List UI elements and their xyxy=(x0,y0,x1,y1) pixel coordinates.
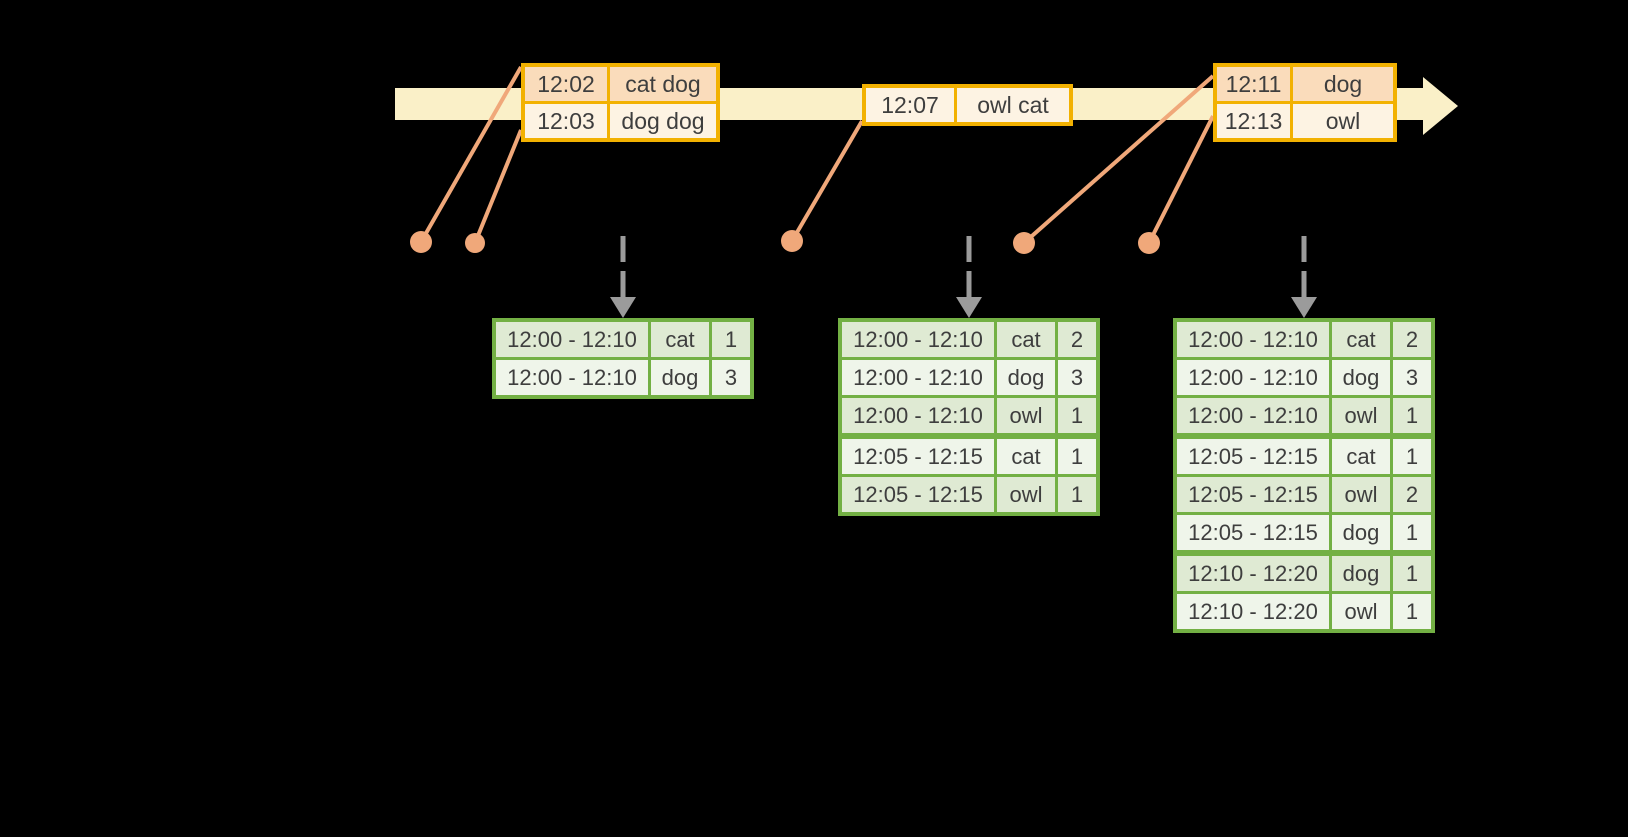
event-row: 12:03 dog dog xyxy=(525,104,716,138)
word-cell: owl xyxy=(1332,594,1390,629)
window-cell: 12:10 - 12:20 xyxy=(1177,556,1329,591)
count-cell: 1 xyxy=(1393,515,1431,550)
count-cell: 1 xyxy=(1393,439,1431,474)
count-cell: 3 xyxy=(1393,360,1431,395)
trigger-arrowhead-icon xyxy=(610,297,636,318)
window-cell: 12:00 - 12:10 xyxy=(1177,360,1329,395)
count-cell: 3 xyxy=(712,360,750,395)
event-dot xyxy=(781,230,803,252)
event-row: 12:11 dog xyxy=(1217,67,1393,101)
count-cell: 2 xyxy=(1393,322,1431,357)
event-words-cell: dog dog xyxy=(610,104,716,138)
result-row: 12:00 - 12:10 owl 1 xyxy=(842,398,1096,433)
connector-line xyxy=(1147,115,1215,244)
count-cell: 1 xyxy=(1058,477,1096,512)
word-cell: dog xyxy=(1332,556,1390,591)
result-row: 12:05 - 12:15 cat 1 xyxy=(842,439,1096,474)
result-row: 12:05 - 12:15 owl 1 xyxy=(842,477,1096,512)
count-cell: 1 xyxy=(1393,594,1431,629)
result-row: 12:00 - 12:10 cat 2 xyxy=(1177,322,1431,357)
connector-line xyxy=(1022,74,1215,245)
word-cell: cat xyxy=(997,322,1055,357)
event-words-cell: cat dog xyxy=(610,67,716,101)
event-table-3: 12:11 dog 12:13 owl xyxy=(1213,63,1397,142)
count-cell: 1 xyxy=(1058,439,1096,474)
window-cell: 12:00 - 12:10 xyxy=(1177,322,1329,357)
count-cell: 1 xyxy=(1058,398,1096,433)
result-row: 12:05 - 12:15 owl 2 xyxy=(1177,477,1431,512)
event-time-cell: 12:13 xyxy=(1217,104,1290,138)
event-time-cell: 12:07 xyxy=(866,88,954,122)
result-row: 12:10 - 12:20 owl 1 xyxy=(1177,594,1431,629)
event-row: 12:07 owl cat xyxy=(866,88,1069,122)
result-row: 12:00 - 12:10 cat 1 xyxy=(496,322,750,357)
result-row: 12:00 - 12:10 owl 1 xyxy=(1177,398,1431,433)
event-table-2: 12:07 owl cat xyxy=(862,84,1073,126)
word-cell: dog xyxy=(997,360,1055,395)
event-row: 12:13 owl xyxy=(1217,104,1393,138)
result-table-3: 12:00 - 12:10 cat 2 12:00 - 12:10 dog 3 … xyxy=(1173,318,1435,633)
result-row: 12:00 - 12:10 dog 3 xyxy=(496,360,750,395)
event-time-cell: 12:02 xyxy=(525,67,607,101)
count-cell: 1 xyxy=(1393,398,1431,433)
count-cell: 1 xyxy=(712,322,750,357)
event-dot xyxy=(1138,232,1160,254)
window-cell: 12:00 - 12:10 xyxy=(842,322,994,357)
window-cell: 12:00 - 12:10 xyxy=(842,398,994,433)
event-dot xyxy=(465,233,485,253)
word-cell: owl xyxy=(1332,477,1390,512)
count-cell: 1 xyxy=(1393,556,1431,591)
event-words-cell: owl xyxy=(1293,104,1393,138)
trigger-arrowhead-icon xyxy=(1291,297,1317,318)
word-cell: cat xyxy=(651,322,709,357)
event-time-cell: 12:03 xyxy=(525,104,607,138)
word-cell: cat xyxy=(997,439,1055,474)
result-row: 12:05 - 12:15 cat 1 xyxy=(1177,439,1431,474)
event-words-cell: dog xyxy=(1293,67,1393,101)
connector-line xyxy=(790,119,864,243)
window-cell: 12:05 - 12:15 xyxy=(1177,515,1329,550)
window-cell: 12:10 - 12:20 xyxy=(1177,594,1329,629)
window-cell: 12:00 - 12:10 xyxy=(496,360,648,395)
result-row: 12:00 - 12:10 cat 2 xyxy=(842,322,1096,357)
trigger-arrowhead-icon xyxy=(956,297,982,318)
window-cell: 12:05 - 12:15 xyxy=(1177,439,1329,474)
count-cell: 2 xyxy=(1058,322,1096,357)
window-cell: 12:05 - 12:15 xyxy=(842,439,994,474)
result-row: 12:05 - 12:15 dog 1 xyxy=(1177,515,1431,550)
window-cell: 12:05 - 12:15 xyxy=(1177,477,1329,512)
word-cell: dog xyxy=(1332,360,1390,395)
word-cell: dog xyxy=(1332,515,1390,550)
result-table-1: 12:00 - 12:10 cat 1 12:00 - 12:10 dog 3 xyxy=(492,318,754,399)
event-dot xyxy=(1013,232,1035,254)
result-row: 12:00 - 12:10 dog 3 xyxy=(1177,360,1431,395)
count-cell: 2 xyxy=(1393,477,1431,512)
word-cell: cat xyxy=(1332,322,1390,357)
word-cell: owl xyxy=(1332,398,1390,433)
window-cell: 12:00 - 12:10 xyxy=(496,322,648,357)
count-cell: 3 xyxy=(1058,360,1096,395)
event-words-cell: owl cat xyxy=(957,88,1069,122)
word-cell: owl xyxy=(997,398,1055,433)
word-cell: cat xyxy=(1332,439,1390,474)
event-dot xyxy=(410,231,432,253)
connector-line xyxy=(419,66,523,243)
result-table-2: 12:00 - 12:10 cat 2 12:00 - 12:10 dog 3 … xyxy=(838,318,1100,516)
word-cell: owl xyxy=(997,477,1055,512)
event-row: 12:02 cat dog xyxy=(525,67,716,101)
event-table-1: 12:02 cat dog 12:03 dog dog xyxy=(521,63,720,142)
window-cell: 12:05 - 12:15 xyxy=(842,477,994,512)
event-time-cell: 12:11 xyxy=(1217,67,1290,101)
result-row: 12:10 - 12:20 dog 1 xyxy=(1177,556,1431,591)
connector-line xyxy=(473,129,523,244)
word-cell: dog xyxy=(651,360,709,395)
window-cell: 12:00 - 12:10 xyxy=(1177,398,1329,433)
timeline-arrowhead-icon xyxy=(1423,77,1458,135)
result-row: 12:00 - 12:10 dog 3 xyxy=(842,360,1096,395)
window-cell: 12:00 - 12:10 xyxy=(842,360,994,395)
